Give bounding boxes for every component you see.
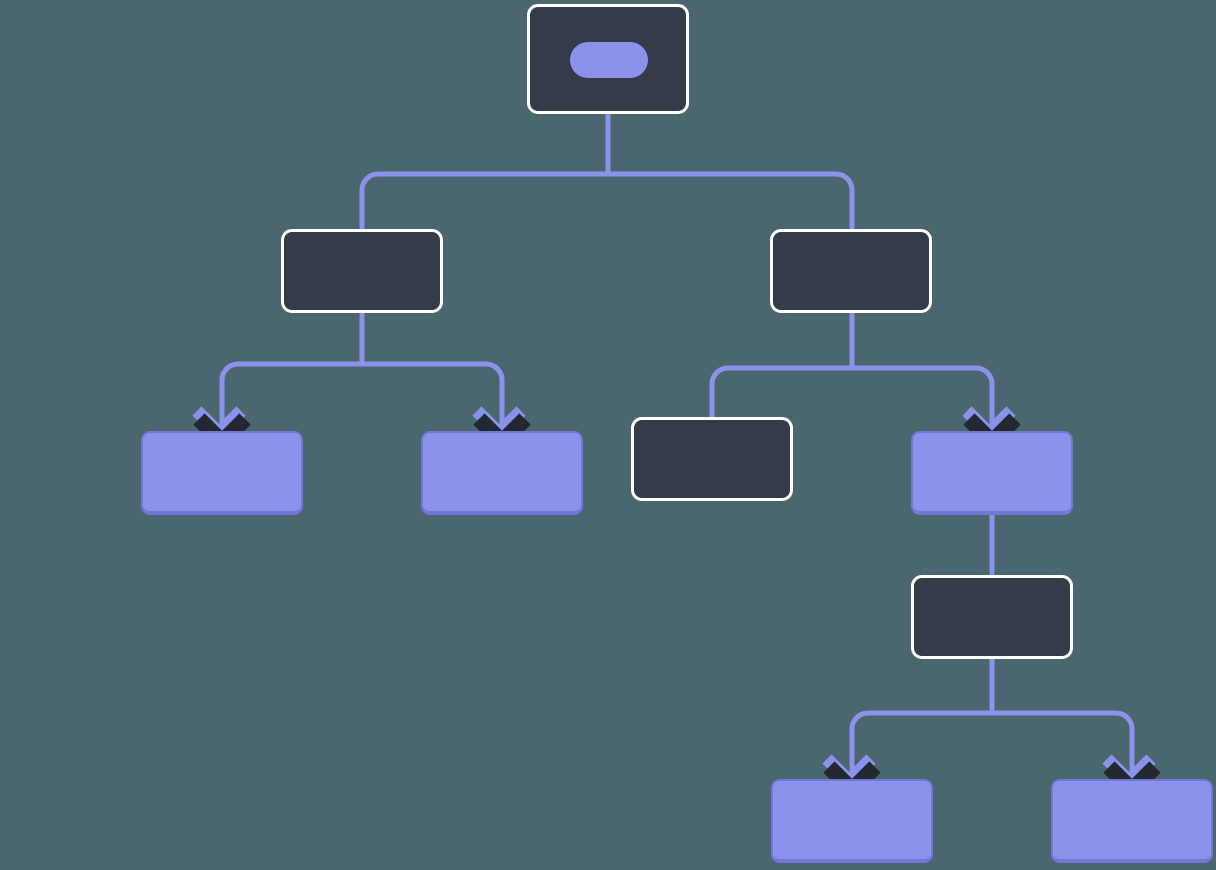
node-branch-deep[interactable]: branch-node-deep [911,575,1073,659]
node-leaf-3[interactable]: leaf-node-3 [911,431,1073,515]
node-branch-right[interactable]: branch-node-right [770,229,932,313]
arrowhead-leaf3-ghost [962,406,1016,443]
node-leaf-5[interactable]: leaf-node-5 [1051,779,1213,863]
root-pill-marker [570,42,648,78]
edge-left-to-leaf2 [362,361,505,436]
node-branch-left[interactable]: branch-node-left [281,229,443,313]
edge-right-to-leaf3 [852,365,995,436]
edge-right-to-empty [709,365,852,417]
arrowhead-leaf2-ghost [472,406,526,443]
node-leaf-1[interactable]: leaf-node-1 [141,431,303,515]
edge-left-to-leaf1 [219,361,362,436]
edge-deep-to-leaf5 [992,710,1135,784]
node-leaf-2[interactable]: leaf-node-2 [421,431,583,515]
arrowhead-leaf5-ghost [1102,754,1156,791]
arrowhead-leaf1-ghost [192,406,246,443]
edge-deep-to-leaf4 [849,710,992,784]
arrowhead-leaf4-ghost [822,754,876,791]
node-leaf-4[interactable]: leaf-node-4 [771,779,933,863]
node-branch-empty[interactable]: branch-node-empty [631,417,793,501]
